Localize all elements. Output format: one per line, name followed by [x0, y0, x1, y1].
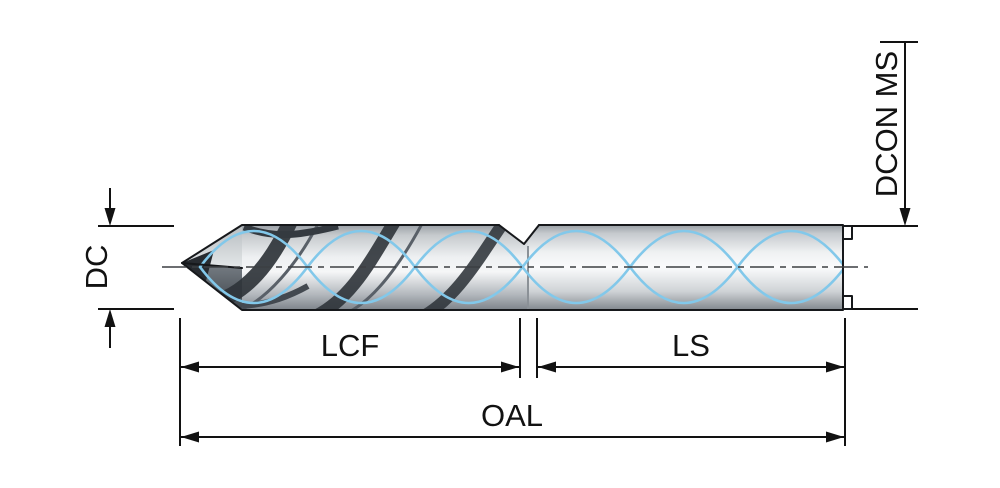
flute-runout-notch — [499, 224, 539, 244]
arrowhead-left-icon — [181, 361, 199, 373]
shank-end-tab-top — [842, 225, 853, 240]
dc-dimension: DC — [79, 188, 174, 348]
arrowhead-down-icon — [899, 208, 911, 226]
oal-dimension: OAL — [181, 398, 844, 443]
dc-label: DC — [79, 245, 114, 290]
lcf-label: LCF — [321, 328, 380, 363]
oal-label: OAL — [481, 398, 543, 433]
lcf-dimension: LCF — [181, 328, 519, 373]
ls-label: LS — [672, 328, 710, 363]
ls-dimension: LS — [538, 328, 844, 373]
dcon-ms-label: DCON MS — [869, 51, 904, 197]
arrowhead-right-icon — [501, 361, 519, 373]
drill-illustration — [162, 224, 868, 311]
arrowhead-down-icon — [104, 208, 116, 226]
dcon-ms-dimension: DCON MS — [852, 41, 918, 310]
shank-end-tab-bottom — [842, 295, 853, 310]
drill-outline — [181, 224, 853, 311]
arrowhead-right-icon — [826, 361, 844, 373]
arrowhead-right-icon — [826, 431, 844, 443]
arrowhead-left-icon — [538, 361, 556, 373]
dimensions: DC DCON MS LCF LS — [79, 41, 918, 446]
arrowhead-left-icon — [181, 431, 199, 443]
arrowhead-up-icon — [104, 309, 116, 327]
